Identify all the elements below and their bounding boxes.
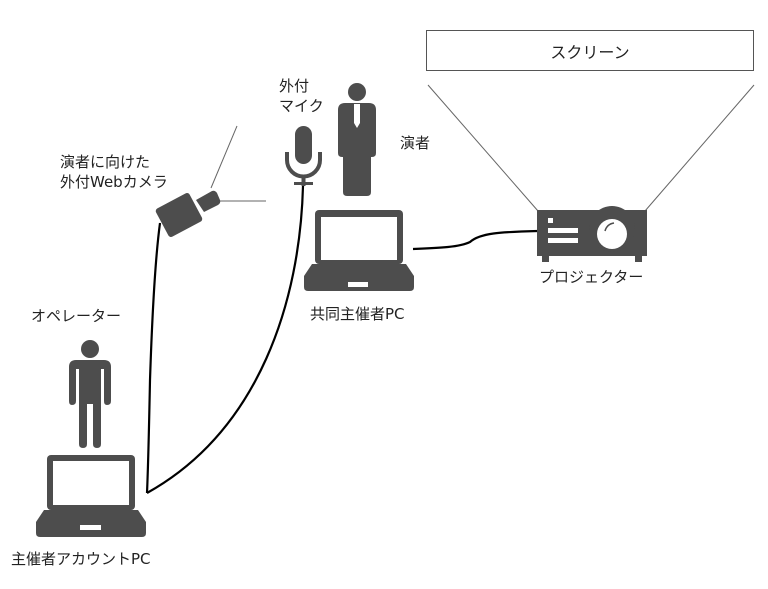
camera-view-line-upper [210, 125, 238, 189]
microphone-icon [285, 126, 322, 186]
projector-label: プロジェクター [539, 268, 644, 286]
cohost-pc-label: 共同主催者PC [310, 305, 405, 323]
operator-label: オペレーター [31, 307, 122, 325]
presenter-label: 演者 [400, 134, 431, 152]
operator-person-icon [69, 340, 111, 448]
projector-cable [412, 229, 539, 251]
screen-label: スクリーン [550, 42, 630, 62]
projection-line-right [644, 84, 755, 212]
mic-cable [146, 185, 305, 494]
cohost-laptop-icon [304, 210, 414, 291]
host-pc-label: 主催者アカウントPC [11, 550, 151, 568]
projector-icon [537, 206, 647, 262]
camera-cable [145, 222, 162, 494]
host-laptop-icon [36, 455, 146, 537]
screen: スクリーン [426, 30, 754, 71]
external-mic-label-line2: マイク [279, 97, 324, 115]
webcam-icon [155, 190, 221, 237]
external-mic-label-line1: 外付 [279, 77, 310, 95]
camera-label-line1: 演者に向けた [60, 153, 151, 171]
projection-line-left [427, 84, 539, 212]
presenter-icon [338, 83, 376, 196]
camera-label-line2: 外付Webカメラ [60, 173, 168, 191]
